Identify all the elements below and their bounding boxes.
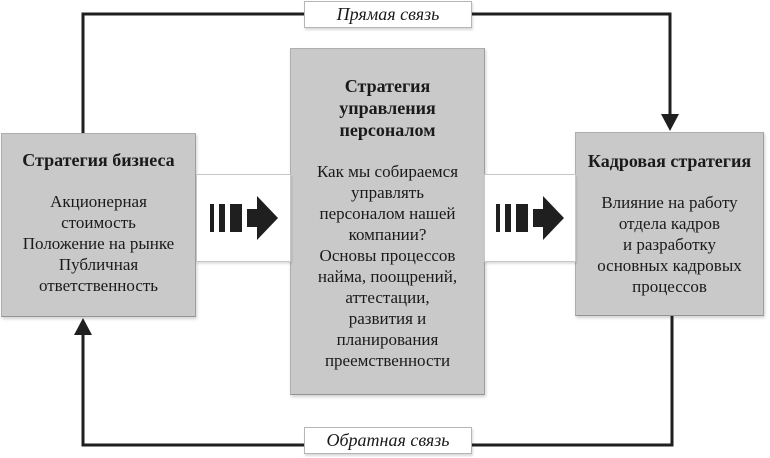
personnel-strategy-title: Кадровая стратегия <box>587 151 752 171</box>
arrow-panel-left <box>196 174 291 262</box>
dashed-arrow-icon <box>209 196 278 240</box>
dashed-arrow-icon <box>496 196 564 240</box>
business-strategy-body: Акционерная стоимость Положение на рынке… <box>22 192 175 295</box>
feedback-label: Обратная связь <box>326 430 450 450</box>
arrowhead-down-icon <box>661 114 679 131</box>
arrowhead-up-icon <box>74 318 92 335</box>
personnel-strategy-box: Кадровая стратегия Влияние на работу отд… <box>575 132 764 316</box>
hr-management-strategy-box: Стратегия управления персоналом Как мы с… <box>290 48 485 395</box>
hr-management-strategy-title: Стратегия управления персоналом <box>339 76 436 140</box>
feedback-label-box: Обратная связь <box>304 427 472 454</box>
business-strategy-box: Стратегия бизнеса Акционерная стоимость … <box>1 133 196 317</box>
arrow-panel-right <box>484 174 576 262</box>
personnel-strategy-body: Влияние на работу отдела кадров и разраб… <box>597 193 742 296</box>
business-strategy-title: Стратегия бизнеса <box>22 150 175 170</box>
hr-management-strategy-body: Как мы собираемся управлять персоналом н… <box>316 162 459 370</box>
direct-link-label-box: Прямая связь <box>304 1 472 28</box>
direct-link-label: Прямая связь <box>336 4 440 24</box>
